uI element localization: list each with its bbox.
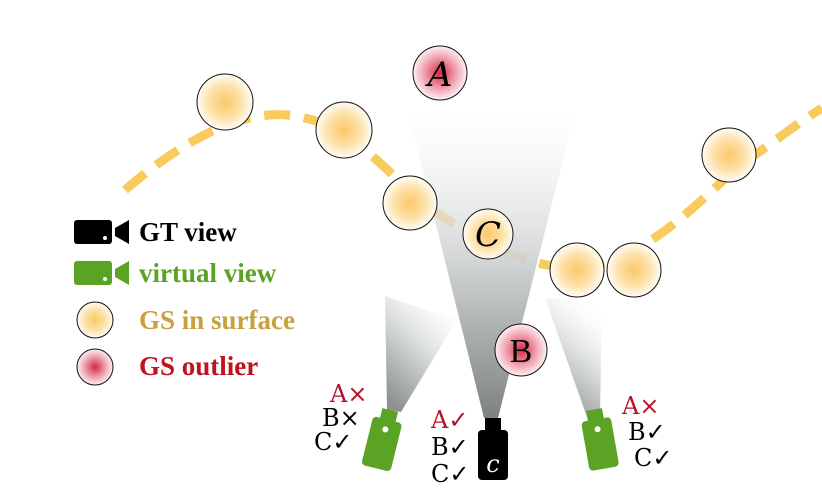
legend-virtual-view: virtual view (139, 258, 277, 288)
camera-lens (485, 418, 501, 430)
gs-surface-6 (701, 127, 757, 183)
virtual-camera-icon (74, 261, 129, 285)
center-cam-c: C✓ (431, 460, 469, 488)
center-cam-a: A✓ (430, 406, 468, 434)
center-cam-b: B✓ (431, 433, 469, 461)
gs-surface-legend-icon (76, 301, 114, 339)
gs-surface-4 (549, 242, 605, 298)
gs-surface-1 (196, 73, 254, 131)
center-gt-camera: c (478, 418, 508, 480)
left-cam-b: B× (322, 404, 360, 432)
legend-gs-outlier: GS outlier (139, 351, 258, 381)
right-cam-c: C✓ (634, 444, 672, 472)
legend: GT view virtual view GS in surface GS ou… (74, 217, 295, 386)
gs-outlier-legend-icon (76, 348, 114, 386)
right-virtual-camera (581, 408, 619, 471)
center-camera-frustum (408, 112, 575, 418)
svg-text:c: c (486, 450, 499, 478)
left-cam-c: C✓ (314, 428, 352, 456)
gt-camera-icon (74, 220, 129, 244)
legend-gs-surface: GS in surface (139, 305, 295, 335)
right-cam-b: B✓ (628, 418, 666, 446)
legend-gt-view: GT view (139, 217, 237, 247)
gs-node-c: C (462, 208, 514, 260)
svg-text:B: B (510, 333, 533, 370)
left-virtual-camera (362, 408, 402, 472)
camera-body (478, 430, 508, 480)
right-camera-frustum (545, 298, 602, 420)
right-cam-a: A× (621, 392, 659, 420)
left-camera-frustum (385, 296, 457, 412)
gs-surface-2 (315, 101, 373, 159)
gs-surface-3 (382, 175, 438, 231)
gs-surface-5 (606, 242, 662, 298)
gs-node-a: A (412, 45, 468, 101)
left-cam-a: A× (329, 380, 367, 408)
svg-text:C: C (475, 215, 501, 255)
svg-text:A: A (425, 55, 453, 95)
gs-node-b: B (494, 323, 548, 377)
